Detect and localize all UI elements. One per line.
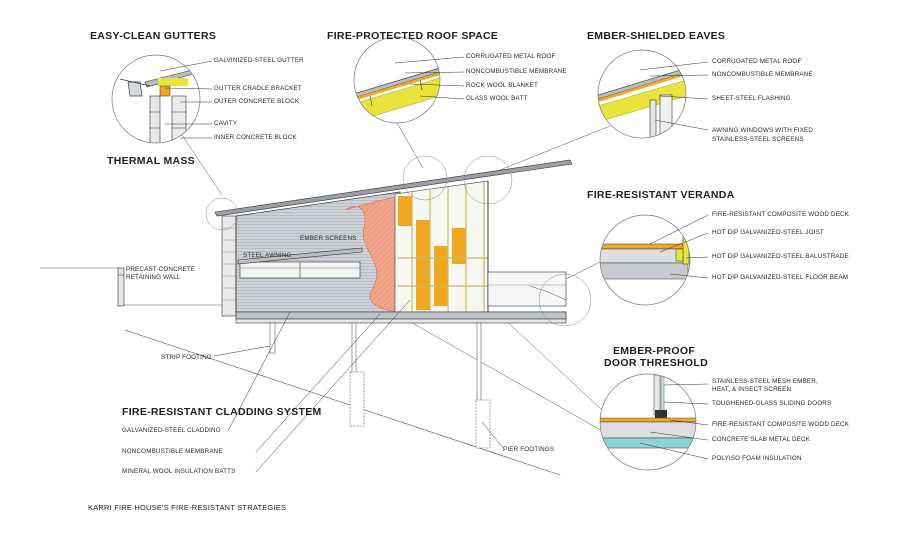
roof-detail (354, 37, 440, 123)
label-retaining-wall-1: PRECAST-CONCRETE (126, 266, 196, 273)
gutter-leaders (159, 60, 213, 139)
title-roof: FIRE-PROTECTED ROOF SPACE (327, 30, 499, 42)
title-gutters: EASY-CLEAN GUTTERS (90, 30, 217, 42)
label-strip-footing: STRIP FOOTING (161, 354, 212, 361)
threshold-detail (600, 374, 696, 470)
label-concrete-slab-deck: CONCRETE SLAB METAL DECK (712, 436, 811, 443)
label-retaining-wall-2: RETAINING WALL (126, 274, 181, 281)
label-eaves-corrugated: CORRUGATED METAL ROOF (712, 58, 802, 65)
label-sliding-doors: TOUGHENED-GLASS SLIDING DOORS (712, 400, 832, 407)
eaves-leaders (639, 61, 709, 131)
label-veranda-deck: FIRE-RESISTANT COMPOSITE WOOD DECK (712, 211, 850, 218)
label-veranda-balustrade: HOT DIP GALVANIZED-STEEL BALUSTRADE (712, 253, 849, 260)
label-polyiso-foam: POLYISO FOAM INSULATION (712, 455, 802, 462)
title-threshold-line2: DOOR THRESHOLD (604, 357, 708, 369)
label-mesh-ember-screen-1: STAINLESS-STEEL MESH EMBER, (712, 378, 818, 385)
label-rock-wool: ROCK WOOL BLANKET (466, 82, 538, 89)
threshold-leaders (639, 383, 709, 460)
label-mesh-ember-screen-2: HEAT, & INSECT SCREEN (712, 386, 792, 393)
label-inner-concrete-block: INNER CONCRETE BLOCK (214, 134, 297, 141)
title-cladding: FIRE-RESISTANT CLADDING SYSTEM (122, 406, 322, 418)
label-veranda-joist: HOT DIP GALVANIZED-STEEL JOIST (712, 229, 824, 236)
label-cladding-membrane: NONCOMBUSTIBLE MEMBRANE (122, 448, 223, 455)
label-roof-membrane: NONCOMBUSTIBLE MEMBRANE (466, 68, 567, 75)
roof-leaders (394, 56, 465, 100)
title-veranda: FIRE-RESISTANT VERANDA (587, 189, 735, 201)
gutter-detail (112, 55, 200, 143)
label-glass-wool: GLASS WOOL BATT (466, 95, 528, 102)
label-steel-awning: STEEL AWNING (243, 252, 292, 259)
label-awning-windows: AWNING WINDOWS WITH FIXED (712, 127, 814, 134)
figure-caption: KARRI FIRE HOUSE'S FIRE-RESISTANT STRATE… (88, 503, 287, 512)
title-eaves: EMBER-SHIELDED EAVES (587, 30, 726, 42)
building (40, 155, 592, 476)
label-outer-concrete-block: OUTER CONCRETE BLOCK (214, 98, 300, 105)
title-thermal-mass: THERMAL MASS (107, 155, 195, 167)
label-sheet-steel-flashing: SHEET-STEEL FLASHING (712, 95, 791, 102)
veranda-detail (600, 215, 690, 305)
label-threshold-deck: FIRE-RESISTANT COMPOSITE WOOD DECK (712, 421, 850, 428)
title-threshold-line1: EMBER-PROOF (613, 345, 696, 357)
label-veranda-floor-beam: HOT DIP GALVANIZED-STEEL FLOOR BEAM (712, 274, 849, 281)
label-cavity: CAVITY (214, 120, 238, 127)
label-pier-footings: PIER FOOTINGS (503, 446, 555, 453)
label-galvanized-gutter: GALVINIZED-STEEL GUTTER (214, 57, 304, 64)
veranda-leaders (649, 214, 709, 279)
label-mineral-wool: MINERAL WOOL INSULATION BATTS (122, 468, 236, 475)
label-eaves-membrane: NONCOMBUSTIBLE MEMBRANE (712, 71, 813, 78)
label-roof-corrugated: CORRUGATED METAL ROOF (466, 53, 556, 60)
leader-lines (181, 122, 611, 433)
label-gutter-cradle-bracket: GUTTER CRADLE BRACKET (214, 85, 302, 92)
label-stainless-screens: STAINLESS-STEEL SCREENS (712, 136, 804, 143)
building-leaders (118, 274, 504, 473)
label-galvanized-cladding: GALVANIZED-STEEL CLADDING (122, 427, 221, 434)
label-ember-screens: EMBER SCREENS (300, 235, 357, 242)
